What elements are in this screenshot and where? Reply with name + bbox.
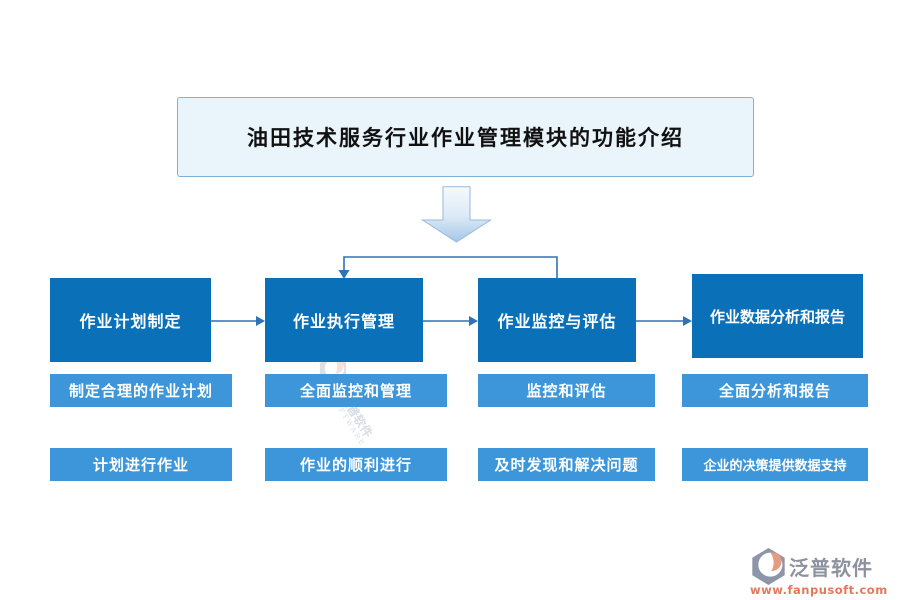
- arrowhead-stage3-icon: [469, 316, 478, 326]
- feature-label: 计划进行作业: [92, 456, 189, 474]
- brand-url: www.fanpusoft.com: [750, 583, 888, 597]
- feature-label: 全面分析和报告: [718, 382, 831, 400]
- feature-box: 全面分析和报告: [682, 374, 868, 407]
- feature-box: 全面监控和管理: [265, 374, 447, 407]
- feature-box: 及时发现和解决问题: [478, 448, 655, 481]
- feature-label: 制定合理的作业计划: [68, 382, 213, 400]
- feature-label: 监控和评估: [526, 382, 607, 400]
- brand-logo: 泛普软件 www.fanpusoft.com: [750, 547, 887, 597]
- feature-box: 作业的顺利进行: [265, 448, 447, 481]
- feature-box: 制定合理的作业计划: [50, 374, 232, 407]
- feature-label: 作业的顺利进行: [299, 456, 412, 474]
- fanpu-logo-icon: [752, 548, 785, 585]
- feature-box: 监控和评估: [478, 374, 655, 407]
- brand-name: 泛普软件: [789, 556, 873, 580]
- feature-label: 全面监控和管理: [299, 382, 412, 400]
- stage-label: 作业数据分析和报告: [709, 307, 845, 326]
- down-arrow-icon: [421, 186, 492, 243]
- feature-box: 企业的决策提供数据支持: [682, 448, 868, 481]
- feature-box: 计划进行作业: [50, 448, 232, 481]
- diagram-title-box: 油田技术服务行业作业管理模块的功能介绍: [177, 97, 754, 177]
- feature-label: 及时发现和解决问题: [494, 456, 639, 474]
- arrowhead-stage4-icon: [683, 316, 692, 326]
- bracket-connector-line: [343, 256, 558, 279]
- stage-box-plan: 作业计划制定: [50, 278, 211, 362]
- stage-box-monitor: 作业监控与评估: [478, 278, 636, 362]
- stage-box-analyze: 作业数据分析和报告: [692, 274, 863, 358]
- stage-label: 作业监控与评估: [497, 312, 617, 331]
- stage-box-execute: 作业执行管理: [265, 278, 423, 362]
- page-title: 油田技术服务行业作业管理模块的功能介绍: [247, 125, 684, 150]
- feature-label: 企业的决策提供数据支持: [703, 459, 847, 474]
- arrowhead-stage2-icon: [256, 316, 265, 326]
- stage-label: 作业计划制定: [79, 312, 182, 331]
- stage-label: 作业执行管理: [292, 312, 395, 331]
